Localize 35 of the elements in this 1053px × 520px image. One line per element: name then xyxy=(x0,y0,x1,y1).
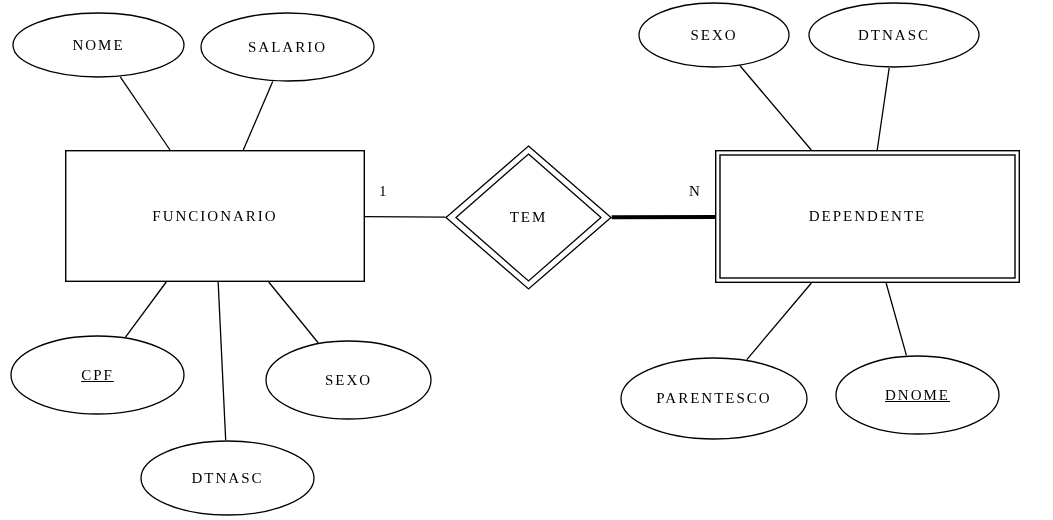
attribute-ellipse xyxy=(200,12,375,82)
attribute-ellipse xyxy=(835,355,1000,435)
connector-line xyxy=(217,281,227,441)
connector-line xyxy=(364,216,447,218)
key-attribute-name: CPF xyxy=(81,366,114,384)
attribute-name: SEXO xyxy=(324,371,373,389)
attribute-ellipse xyxy=(140,440,315,516)
attribute-name: PARENTESCO xyxy=(656,390,772,407)
connector-line xyxy=(885,282,908,356)
attribute-ellipse xyxy=(620,357,808,440)
attribute-name: DTNASC xyxy=(858,26,930,44)
connector-line xyxy=(242,80,274,151)
relationship-name: TEM xyxy=(509,209,548,226)
connector-line xyxy=(611,214,715,220)
connector-line xyxy=(739,65,812,151)
attribute-name: SALARIO xyxy=(248,38,327,56)
attribute-ellipse xyxy=(265,340,432,420)
attribute-ellipse xyxy=(808,2,980,68)
entity-name: FUNCIONARIO xyxy=(152,207,278,225)
relationship-diamond xyxy=(445,145,612,290)
attribute-name: SEXO xyxy=(690,26,738,44)
connector-line xyxy=(124,281,167,338)
connector-line xyxy=(876,67,890,151)
weak-entity-box xyxy=(715,150,1020,283)
entity-name: DEPENDENTE xyxy=(808,208,927,225)
attribute-name: NOME xyxy=(72,36,125,54)
entity-box xyxy=(65,150,365,282)
attribute-name: DTNASC xyxy=(191,469,264,487)
connector-line xyxy=(746,282,813,361)
attribute-ellipse xyxy=(638,2,790,68)
attribute-ellipse xyxy=(10,335,185,415)
connector-line xyxy=(119,76,171,151)
connector-line xyxy=(268,281,319,344)
attribute-ellipse xyxy=(12,12,185,78)
key-attribute-name: DNOME xyxy=(885,386,950,404)
